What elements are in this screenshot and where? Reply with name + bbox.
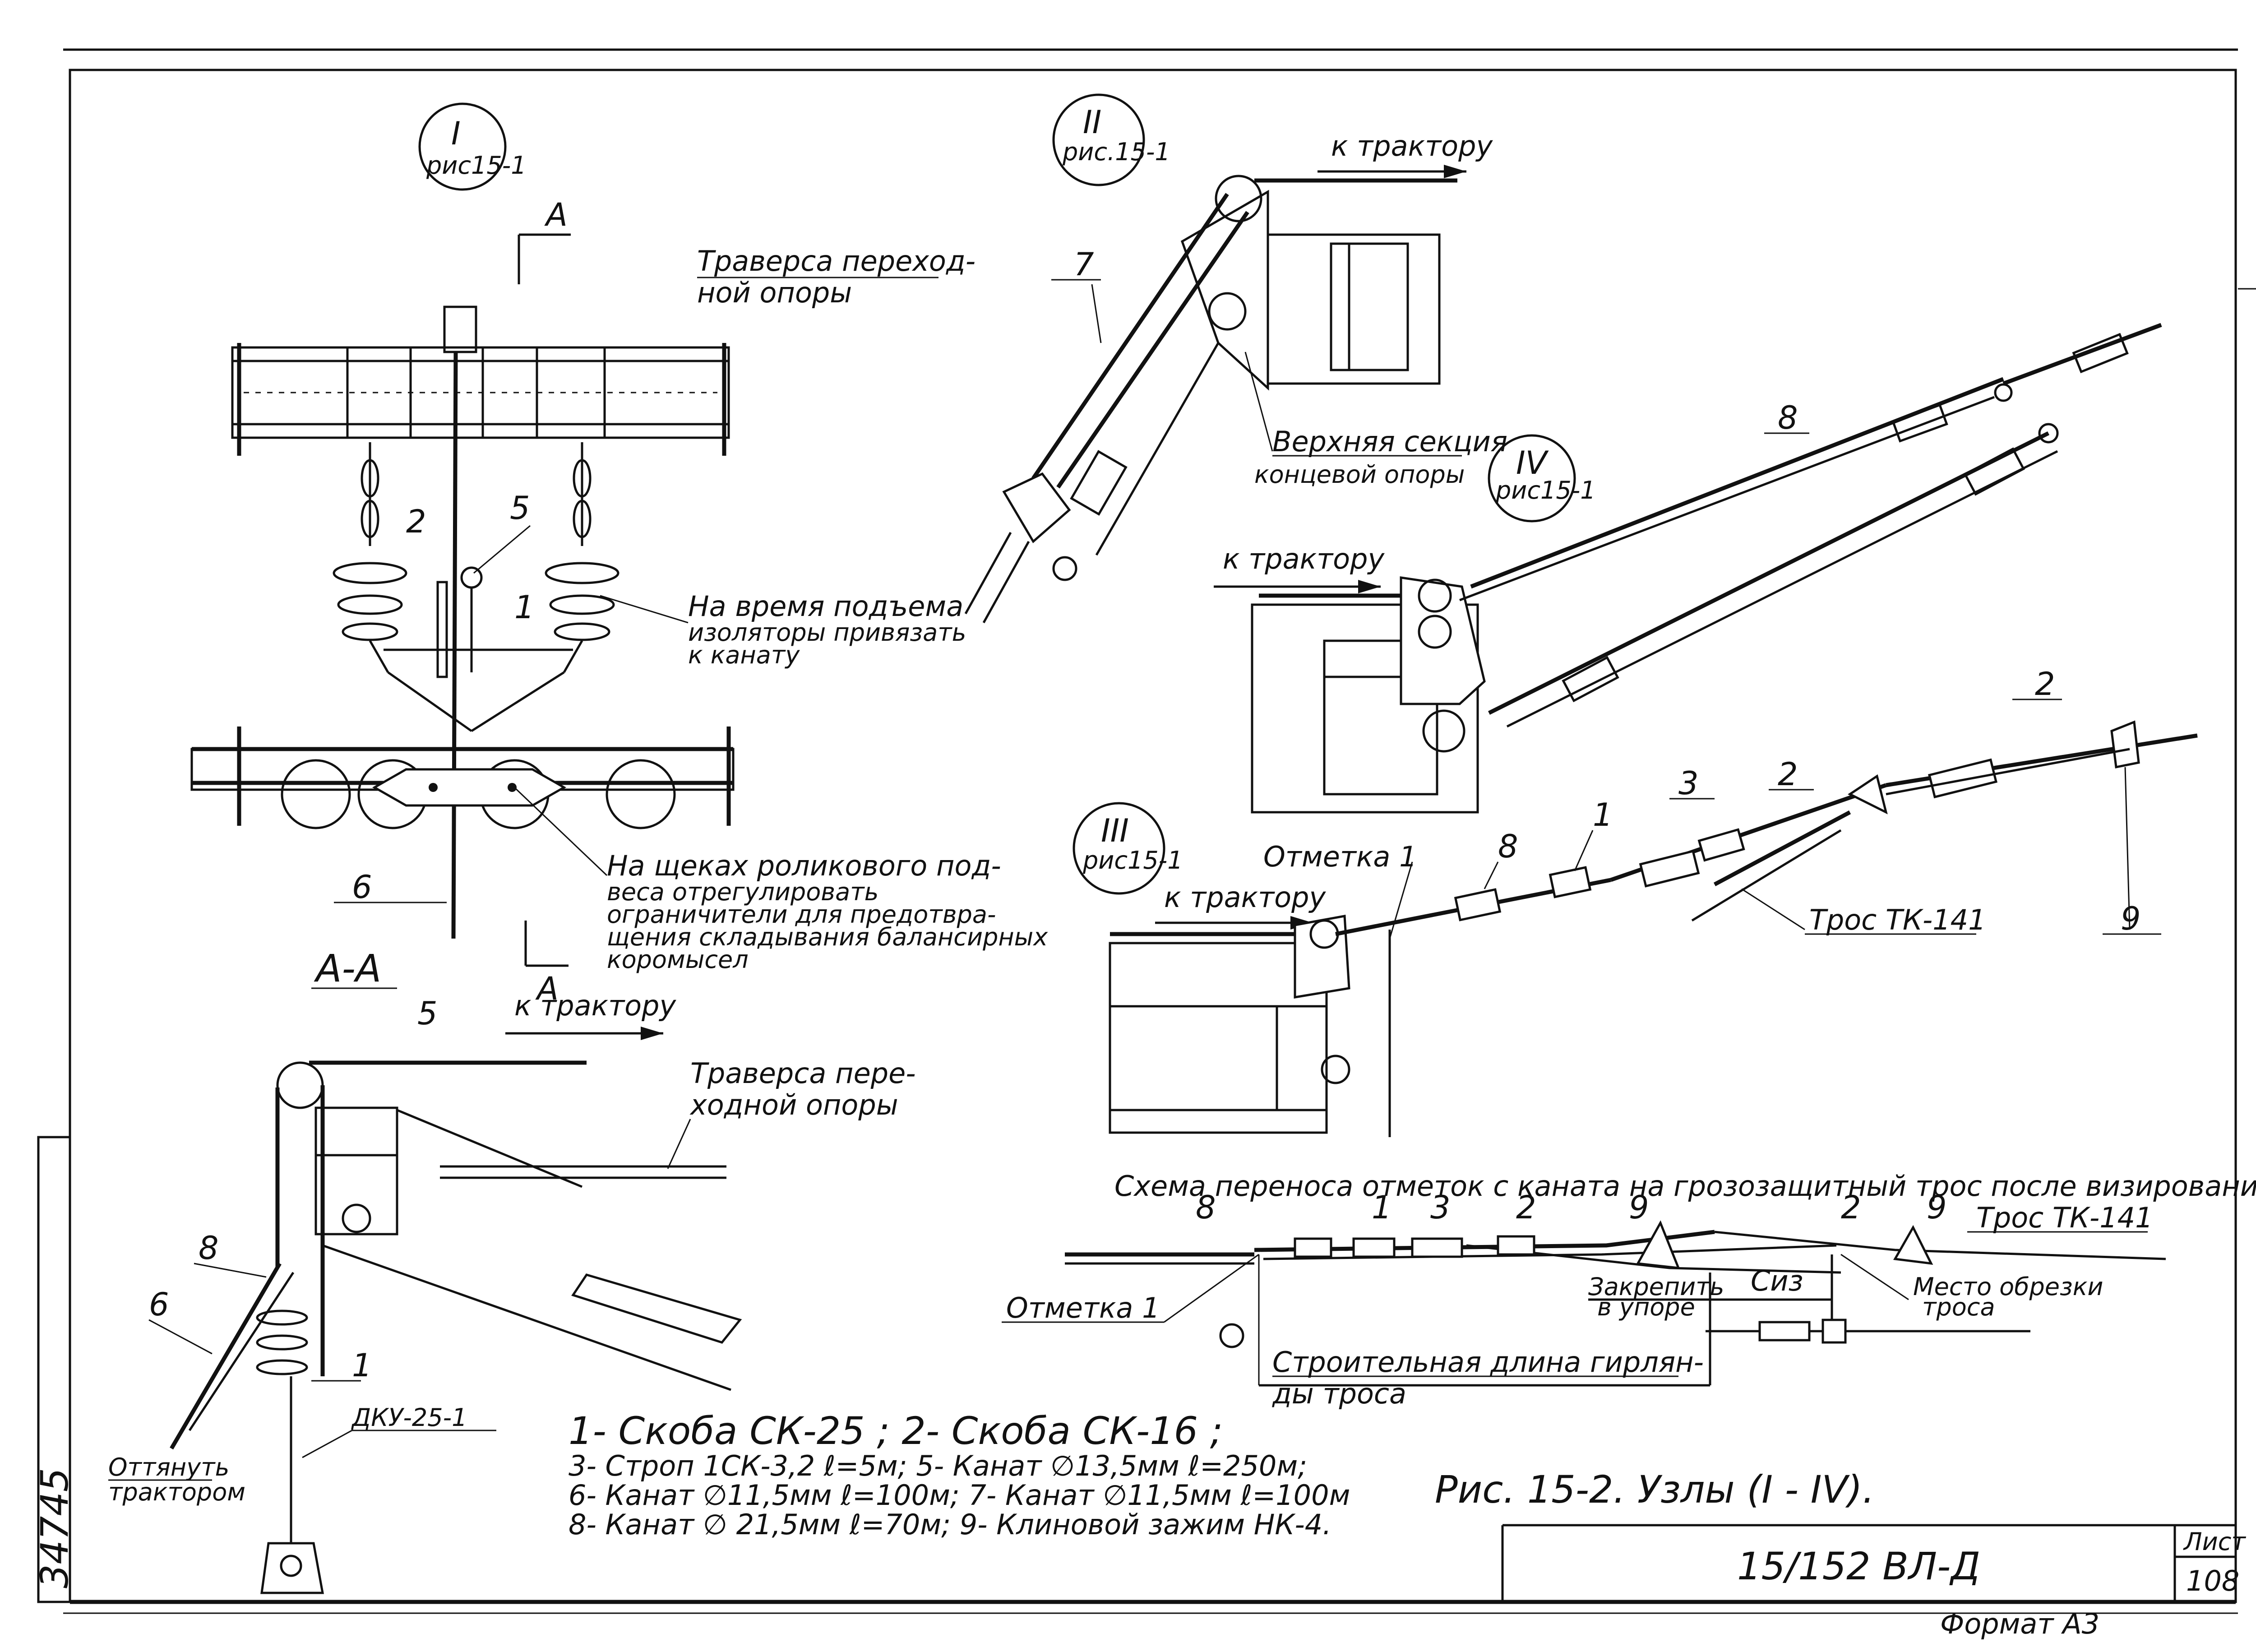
- section-letter-top: A: [544, 196, 568, 233]
- node-3-drawing: III рис15-1 Отметка 1 к трактору 8: [1073, 720, 2198, 1137]
- node3-num-1: 1: [1593, 796, 1613, 833]
- scheme-num-3: 3: [1430, 1189, 1451, 1226]
- node-marker-1-numeral: I: [451, 115, 461, 152]
- scheme-num-9b: 9: [1927, 1189, 1947, 1226]
- node-marker-3-numeral: III: [1101, 812, 1129, 849]
- traverse-beam: [231, 343, 730, 456]
- section-letter-bottom: A: [535, 970, 559, 1007]
- section-num-1: 1: [352, 1347, 372, 1384]
- node3-num-3: 3: [1678, 765, 1699, 802]
- node-marker-1: I рис15-1: [418, 102, 527, 191]
- insulator-string-right: [545, 442, 619, 673]
- traverse-section-1: Траверса пере-: [690, 1057, 916, 1090]
- node4-num-8: 8: [1778, 399, 1798, 436]
- lifting-note-2: изоляторы привязать: [688, 618, 966, 647]
- scheme-tk141: Трос ТК-141: [1976, 1201, 2153, 1234]
- upper-section-1: Верхняя секция: [1272, 425, 1507, 458]
- node-1-drawing: I рис15-1 A Траверса переход- ной опоры: [190, 102, 1048, 1007]
- upper-section-2: концевой опоры: [1254, 460, 1465, 489]
- node-4-drawing: IV рис15-1 к трактору 8 2: [1214, 323, 2162, 814]
- cable-tk141-label: Трос ТК-141: [1809, 903, 1986, 936]
- traverse-section-2: ходной опоры: [689, 1088, 898, 1121]
- cut-place-1: Место обрезки: [1913, 1273, 2103, 1301]
- section-num-8: 8: [199, 1230, 219, 1267]
- doc-code: 15/152 ВЛ-Д: [1737, 1544, 1980, 1588]
- section-num-6: 6: [149, 1286, 169, 1323]
- node-marker-4: IV рис15-1: [1488, 434, 1596, 523]
- dku-label: ДКУ-25-1: [351, 1403, 467, 1432]
- node-marker-2-ref: рис.15-1: [1062, 138, 1170, 166]
- cut-place-2: троса: [1922, 1293, 1995, 1321]
- section-num-5: 5: [417, 995, 438, 1032]
- build-length-1: Строительная длина гирлян-: [1272, 1346, 1704, 1379]
- lifting-note-3: к канату: [688, 641, 800, 669]
- roller-note-5: коромысел: [607, 945, 749, 974]
- node3-num-9: 9: [2121, 900, 2141, 937]
- c-iz-label: Сиз: [1751, 1264, 1803, 1297]
- scheme-num-2a: 2: [1516, 1189, 1536, 1226]
- node-marker-4-ref: рис15-1: [1495, 476, 1596, 504]
- tighten-2: в упоре: [1597, 1293, 1695, 1321]
- pull-tractor-2: трактором: [108, 1478, 245, 1506]
- node-2-drawing: II рис.15-1 к трактору Верхняя секция ко…: [964, 93, 1507, 624]
- scheme-title: Схема переноса отметок с каната на грозо…: [1114, 1170, 2256, 1203]
- section-mark-bottom: A: [524, 921, 569, 1007]
- scheme-num-1: 1: [1372, 1189, 1392, 1226]
- figure-caption: Рис. 15-2. Узлы (I - IV).: [1435, 1467, 1874, 1512]
- legend-line-1: 1- Скоба СК-25 ; 2- Скоба СК-16 ;: [569, 1409, 1223, 1453]
- build-length-2: ды троса: [1272, 1377, 1406, 1410]
- traverse-label-2: ной опоры: [697, 276, 852, 309]
- roller-note-4: щения складывания балансирных: [607, 923, 1048, 951]
- marks-transfer-scheme: Схема переноса отметок с каната на грозо…: [1002, 1170, 2256, 1410]
- to-tractor-a: к трактору: [514, 989, 676, 1022]
- scheme-num-9a: 9: [1629, 1189, 1649, 1226]
- node3-num-8: 8: [1498, 828, 1518, 865]
- scheme-num-8: 8: [1196, 1189, 1216, 1226]
- legend-line-2: 3- Строп 1СК-3,2 ℓ=5м; 5- Канат ∅13,5мм …: [569, 1449, 1307, 1482]
- section-a-a: А-А к трактору 5 Траверса пере- ходной о…: [108, 946, 916, 1594]
- section-mark-top: A: [518, 196, 571, 284]
- node1-num-2: 2: [406, 503, 426, 540]
- legend-line-4: 8- Канат ∅ 21,5мм ℓ=70м; 9- Клиновой заж…: [569, 1508, 1331, 1541]
- lifting-note-1: На время подъема: [688, 590, 963, 623]
- node4-num-2: 2: [2035, 666, 2055, 703]
- node-marker-3: III рис15-1: [1073, 802, 1183, 895]
- node-marker-1-ref: рис15-1: [426, 151, 527, 180]
- to-tractor-3: к трактору: [1164, 881, 1326, 914]
- tighten-1: Закрепить: [1588, 1273, 1724, 1301]
- section-title: А-А: [314, 946, 381, 990]
- node-marker-2-numeral: II: [1083, 104, 1101, 141]
- node-marker-2: II рис.15-1: [1052, 93, 1170, 186]
- roller-hanger: [190, 727, 735, 829]
- traverse-label-1: Траверса переход-: [697, 245, 975, 278]
- node1-num-1: 1: [514, 589, 535, 626]
- legend: 1- Скоба СК-25 ; 2- Скоба СК-16 ; 3- Стр…: [569, 1409, 1350, 1541]
- title-block: 15/152 ВЛ-Д Лист 108 Формат А3: [1501, 1524, 2246, 1640]
- node1-num-5: 5: [510, 490, 530, 527]
- roller-note-3: ограничители для предотвра-: [607, 900, 996, 929]
- drawing-frame: [37, 48, 2256, 1614]
- to-tractor-2: к трактору: [1331, 130, 1493, 162]
- node1-num-6: 6: [352, 869, 372, 906]
- node2-num-7: 7: [1074, 246, 1094, 283]
- sheet-label: Лист: [2183, 1527, 2246, 1556]
- roller-note-2: веса отрегулировать: [607, 878, 878, 906]
- roller-note-1: На щеках роликового под-: [607, 849, 1001, 882]
- node-marker-3-ref: рис15-1: [1082, 846, 1183, 875]
- to-tractor-4: к трактору: [1223, 542, 1385, 575]
- legend-line-3: 6- Канат ∅11,5мм ℓ=100м; 7- Канат ∅11,5м…: [569, 1479, 1350, 1512]
- insulator-string-left: [333, 442, 407, 673]
- mark-1-label: Отметка 1: [1263, 840, 1417, 873]
- node3-num-2: 2: [1778, 756, 1798, 793]
- node-marker-4-numeral: IV: [1516, 444, 1549, 481]
- margin-stamp: 34745: [32, 1468, 77, 1588]
- scheme-mark-label: Отметка 1: [1006, 1291, 1160, 1324]
- pull-tractor-1: Оттянуть: [108, 1453, 229, 1481]
- format-label: Формат А3: [1940, 1607, 2099, 1640]
- scheme-num-2b: 2: [1841, 1189, 1861, 1226]
- sheet-number: 108: [2186, 1564, 2239, 1597]
